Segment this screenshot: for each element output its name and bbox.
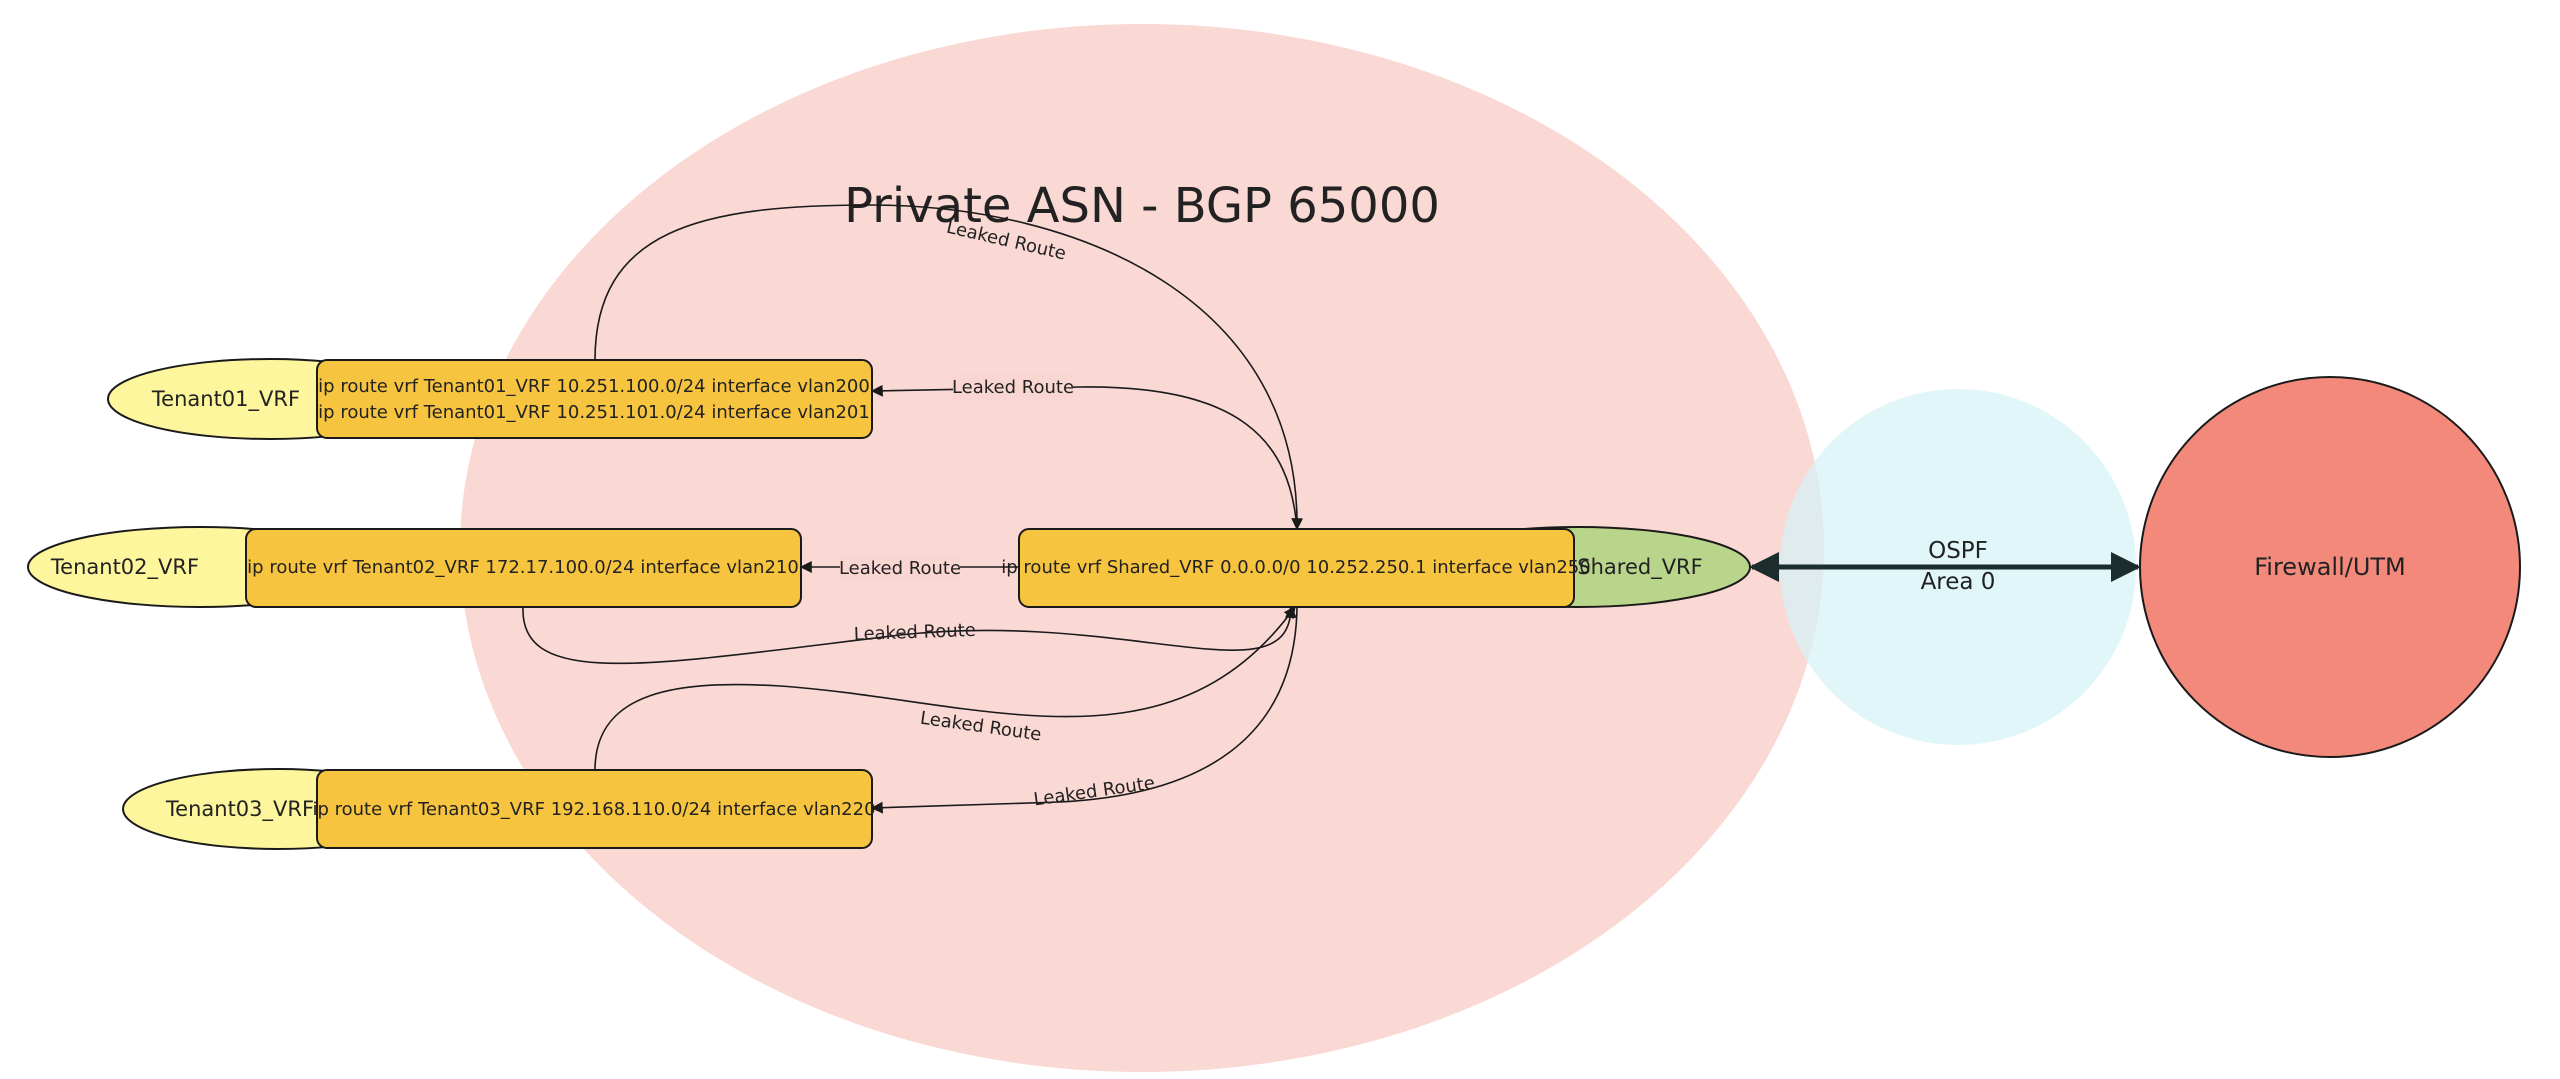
edge-label-bg-2 — [840, 555, 960, 581]
shared-route: ip route vrf Shared_VRF 0.0.0.0/0 10.252… — [1001, 557, 1590, 578]
tenant01-vrf-label: Tenant01_VRF — [151, 387, 300, 412]
edge-tenant01-top-to-shared — [594, 204, 1304, 531]
tenant03-route: ip route vrf Tenant03_VRF 192.168.110.0/… — [312, 799, 875, 820]
tenant01-route-box — [316, 359, 873, 439]
tenant01-route-1: ip route vrf Tenant01_VRF 10.251.100.0/2… — [318, 376, 870, 397]
tenant01-route-2: ip route vrf Tenant01_VRF 10.251.101.0/2… — [318, 402, 870, 423]
edge-shared-to-tenant03 — [870, 606, 1298, 814]
edge-shared-to-tenant01 — [870, 384, 1298, 530]
edge-label-tenant02-return-leaked: Leaked Route — [853, 620, 976, 645]
edge-label-tenant01-leaked: Leaked Route — [952, 377, 1074, 398]
tenant03-vrf-label: Tenant03_VRF — [165, 797, 314, 822]
tenant02-vrf-label: Tenant02_VRF — [50, 555, 199, 580]
diagram-title: Private ASN - BGP 65000 — [844, 178, 1440, 234]
edge-label-bg-1 — [953, 374, 1073, 400]
shared-vrf-label: Shared_VRF — [1577, 555, 1702, 580]
ospf-label: OSPF — [1928, 538, 1988, 564]
edge-tenant03-to-shared — [594, 606, 1296, 771]
ospf-area-label: Area 0 — [1921, 569, 1996, 595]
edge-label-tenant02-leaked: Leaked Route — [839, 558, 961, 579]
edge-tenant02-to-shared — [522, 605, 1297, 665]
tenant02-route: ip route vrf Tenant02_VRF 172.17.100.0/2… — [247, 557, 799, 578]
firewall-label: Firewall/UTM — [2254, 553, 2406, 581]
